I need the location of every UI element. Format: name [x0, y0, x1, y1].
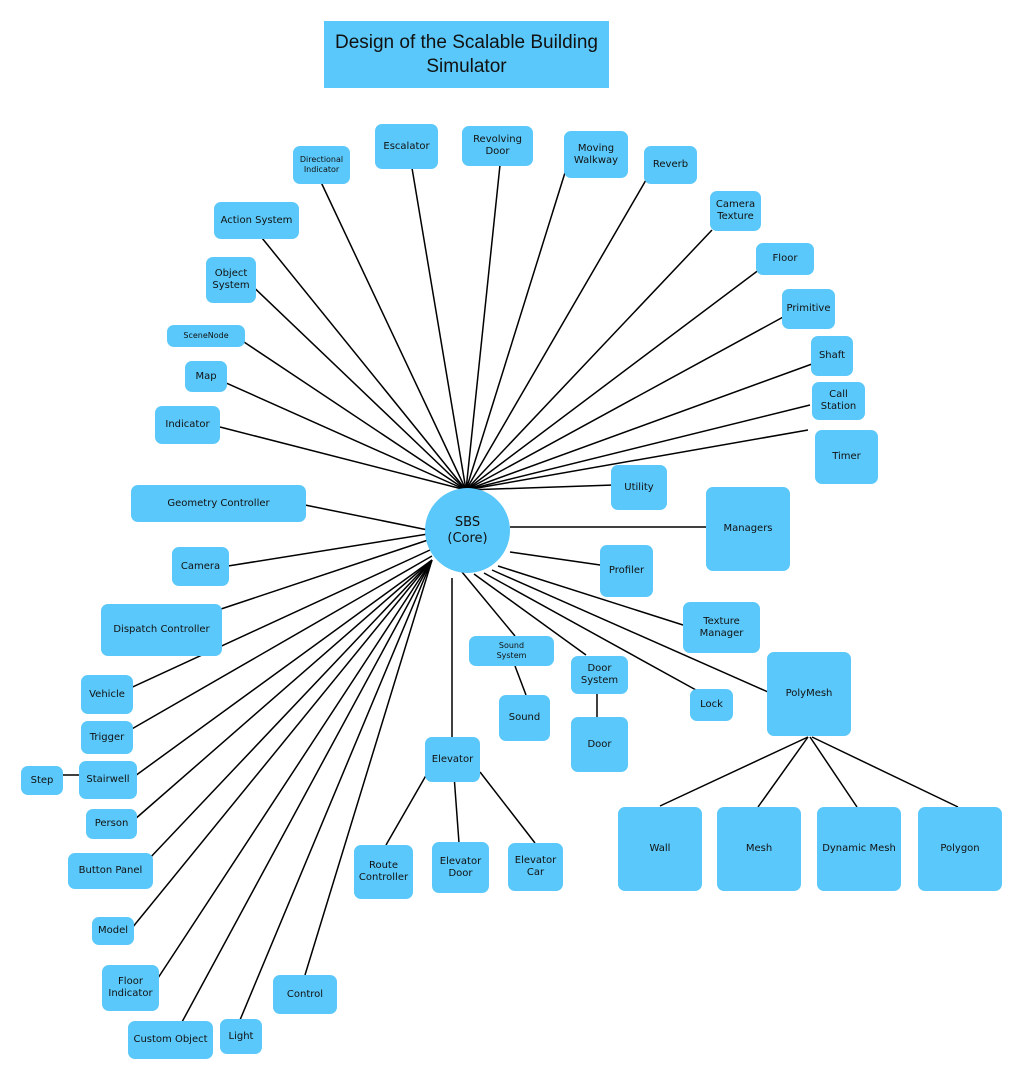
edge-polymesh-wall [659, 736, 809, 807]
node-elevator-door[interactable]: Elevator Door [432, 842, 489, 893]
edge-polymesh-dynamic [809, 736, 858, 808]
edge-object-system [243, 277, 467, 491]
node-call-station[interactable]: Call Station [812, 382, 865, 420]
node-revolving-door[interactable]: Revolving Door [462, 126, 533, 166]
edge-door-system [473, 573, 587, 656]
edge-camera-texture [465, 229, 713, 491]
edge-polymesh-polygon [811, 736, 959, 808]
node-polymesh[interactable]: PolyMesh [767, 652, 851, 736]
edge-soundsystem-sound [514, 665, 527, 696]
node-dynamic-mesh[interactable]: Dynamic Mesh [817, 807, 901, 891]
edge-indicator [219, 426, 467, 491]
edge-elevator-door [453, 774, 460, 844]
edge-trigger [129, 555, 433, 731]
node-camera[interactable]: Camera [172, 547, 229, 586]
node-door[interactable]: Door [571, 717, 628, 772]
edge-floor [465, 265, 765, 491]
edge-custom-object [181, 559, 433, 1023]
node-mesh[interactable]: Mesh [717, 807, 801, 891]
node-scenenode[interactable]: SceneNode [167, 325, 245, 347]
node-floor[interactable]: Floor [756, 243, 814, 275]
edge-camera [227, 533, 429, 567]
node-texture-manager[interactable]: Texture Manager [683, 602, 760, 653]
node-utility[interactable]: Utility [611, 465, 667, 510]
edge-geometry-controller [304, 504, 429, 531]
node-wall[interactable]: Wall [618, 807, 702, 891]
node-indicator[interactable]: Indicator [155, 406, 220, 444]
node-light[interactable]: Light [220, 1019, 262, 1054]
node-elevator-car[interactable]: Elevator Car [508, 843, 563, 891]
node-vehicle[interactable]: Vehicle [81, 675, 133, 714]
node-action-system[interactable]: Action System [214, 202, 299, 239]
edge-dispatch-controller [217, 539, 429, 611]
edge-reverb [465, 179, 647, 491]
node-door-system[interactable]: Door System [571, 656, 628, 694]
node-sbs-core[interactable]: SBS (Core) [425, 488, 510, 573]
node-camera-texture[interactable]: Camera Texture [710, 191, 761, 231]
node-trigger[interactable]: Trigger [81, 721, 133, 754]
edge-person [133, 559, 433, 821]
node-geometry-controller[interactable]: Geometry Controller [131, 485, 306, 522]
edge-revolving-door [465, 164, 501, 491]
node-model[interactable]: Model [92, 917, 134, 945]
edge-action-system [261, 237, 467, 491]
node-escalator[interactable]: Escalator [375, 124, 438, 169]
edge-map [205, 373, 467, 491]
edge-lock [483, 572, 697, 691]
edge-button-panel [147, 559, 433, 861]
edge-elevator-car [479, 771, 536, 844]
node-elevator[interactable]: Elevator [425, 737, 480, 782]
edge-elevator-route [385, 771, 429, 846]
node-reverb[interactable]: Reverb [644, 146, 697, 184]
edge-primitive [465, 315, 786, 491]
edge-control [304, 559, 433, 976]
node-custom-object[interactable]: Custom Object [128, 1021, 213, 1059]
node-profiler[interactable]: Profiler [600, 545, 653, 597]
edge-light [239, 559, 433, 1021]
edge-polymesh [491, 569, 769, 693]
edge-stairwell [134, 559, 433, 777]
node-stairwell[interactable]: Stairwell [79, 761, 137, 799]
node-button-panel[interactable]: Button Panel [68, 853, 153, 889]
edge-utility [465, 484, 615, 491]
edge-polymesh-mesh [757, 736, 809, 808]
node-map[interactable]: Map [185, 361, 227, 392]
edge-sound-system [461, 571, 516, 637]
edge-scenenode [243, 341, 467, 491]
node-shaft[interactable]: Shaft [811, 336, 853, 376]
node-dispatch-controller[interactable]: Dispatch Controller [101, 604, 222, 656]
edge-shaft [465, 363, 813, 491]
node-control[interactable]: Control [273, 975, 337, 1014]
node-step[interactable]: Step [21, 766, 63, 795]
node-timer[interactable]: Timer [815, 430, 878, 484]
node-polygon[interactable]: Polygon [918, 807, 1002, 891]
edge-floor-indicator [157, 559, 433, 979]
edge-escalator [411, 167, 467, 491]
node-lock[interactable]: Lock [690, 689, 733, 721]
node-managers[interactable]: Managers [706, 487, 790, 571]
edge-profiler [509, 551, 615, 568]
edge-texture-manager [497, 565, 684, 626]
node-route-controller[interactable]: Route Controller [354, 845, 413, 899]
edge-call-station [465, 404, 811, 491]
node-primitive[interactable]: Primitive [782, 289, 835, 329]
edge-directional-indicator [319, 179, 467, 491]
node-moving-walkway[interactable]: Moving Walkway [564, 131, 628, 178]
edge-model [131, 559, 433, 929]
node-sound-system[interactable]: Sound System [469, 636, 554, 666]
edge-vehicle [125, 549, 431, 691]
diagram-title: Design of the Scalable Building Simulato… [324, 21, 609, 88]
edge-timer [465, 429, 809, 491]
edge-moving-walkway [465, 162, 569, 491]
node-object-system[interactable]: Object System [206, 257, 256, 303]
node-sound[interactable]: Sound [499, 695, 550, 741]
node-directional-indicator[interactable]: Directional Indicator [293, 146, 350, 184]
node-floor-indicator[interactable]: Floor Indicator [102, 965, 159, 1011]
node-person[interactable]: Person [86, 809, 137, 839]
